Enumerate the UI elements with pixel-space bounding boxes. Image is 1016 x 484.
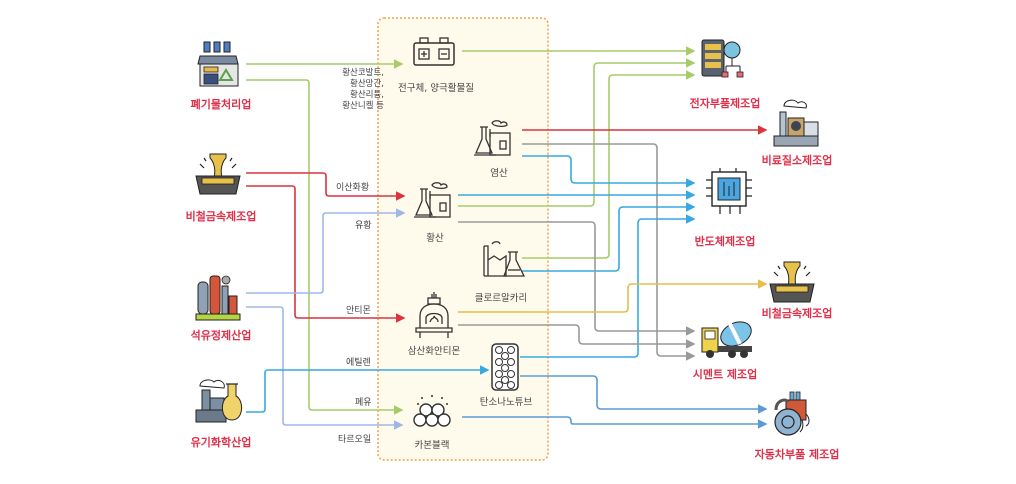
carbon-nanotube-icon bbox=[491, 343, 519, 391]
material-label-waste-oil: 폐유 bbox=[355, 398, 372, 408]
product-antimony-trioxide: 삼산화안티몬 bbox=[407, 346, 461, 357]
electronics-server-gear-icon bbox=[701, 39, 744, 78]
product-sulfuric-acid: 황산 bbox=[426, 233, 444, 244]
battery-icon bbox=[413, 37, 455, 66]
chemical-factory-flask-icon bbox=[474, 120, 511, 156]
flow-hcl-to-semiconductor bbox=[522, 155, 696, 188]
flow-organic-to-cnt bbox=[246, 365, 490, 413]
destination-fertilizer: 비료질소제조업 bbox=[761, 154, 833, 167]
flow-chloralkali-to-semiconductor bbox=[522, 202, 696, 272]
flow-sulfuric-to-electronics bbox=[458, 58, 696, 207]
source-petroleum-refining: 석유정제산업 bbox=[190, 329, 252, 342]
chemical-factory-flask-icon bbox=[414, 182, 451, 218]
product-carbon-black: 카본블랙 bbox=[414, 440, 450, 451]
material-label-sulfur-dioxide: 이산화황 bbox=[336, 183, 370, 193]
product-chloralkali: 클로르알카리 bbox=[474, 293, 528, 304]
material-label-antimony: 안티몬 bbox=[346, 306, 371, 316]
carbon-black-particles-icon bbox=[413, 395, 451, 427]
source-organic-chemical: 유기화학산업 bbox=[190, 436, 252, 449]
flow-nonferrous-to-antimony bbox=[246, 185, 406, 323]
flow-cnt-to-semiconductor bbox=[520, 214, 696, 358]
microchip-icon bbox=[706, 168, 752, 214]
product-precursor-cathode: 전구체, 양극활물질 bbox=[398, 83, 474, 94]
destination-semiconductor: 반도체제조업 bbox=[694, 235, 756, 248]
flow-antimony-to-nonferrous bbox=[458, 279, 768, 313]
flow-hcl-to-cement bbox=[522, 143, 696, 361]
destination-auto-parts: 자동차부품 제조업 bbox=[754, 448, 840, 461]
oil-refinery-icon bbox=[195, 275, 241, 321]
molten-metal-crucible-icon bbox=[769, 261, 815, 303]
chemical-plant-flask-icon bbox=[195, 379, 242, 423]
flow-petroleum-to-carbon-black bbox=[246, 306, 404, 430]
furnace-icon bbox=[415, 292, 453, 338]
destination-cement: 시멘트 제조업 bbox=[692, 368, 758, 381]
flow-carbon-black-to-auto-parts bbox=[462, 416, 768, 429]
product-carbon-nanotube: 탄소나노튜브 bbox=[479, 397, 533, 408]
product-hydrochloric-acid: 염산 bbox=[490, 168, 508, 179]
material-label: 황산망간, bbox=[350, 79, 384, 89]
destination-nonferrous-metal: 비철금속제조업 bbox=[761, 307, 833, 320]
flow-cnt-to-auto-parts bbox=[520, 375, 768, 414]
flow-sulfuric-to-cement bbox=[458, 221, 696, 336]
flow-nonferrous-to-sulfuric bbox=[246, 172, 406, 201]
material-label-sulfur: 유황 bbox=[355, 221, 372, 231]
factory-erlenmeyer-icon bbox=[483, 241, 526, 277]
material-label-ethylene: 에틸렌 bbox=[346, 358, 371, 368]
molten-metal-crucible-icon bbox=[195, 153, 241, 195]
flow-chloralkali-to-electronics bbox=[522, 70, 696, 259]
source-nonferrous-metal: 비철금속제조업 bbox=[185, 210, 257, 223]
waste-materials-label: 황산코발트, 황산망간, 황산리튬, 황산니켈 등 bbox=[300, 68, 384, 112]
material-label: 황산니켈 등 bbox=[342, 101, 384, 111]
flow-petroleum-to-sulfuric bbox=[246, 208, 406, 294]
cement-mixer-truck-icon bbox=[701, 321, 752, 358]
material-label-tar-oil: 타르오일 bbox=[338, 435, 372, 445]
waste-recycling-factory-icon bbox=[197, 41, 239, 87]
flow-antimony-to-cement bbox=[458, 324, 696, 349]
car-part-gear-icon bbox=[774, 391, 810, 436]
destination-electronics: 전자부품제조업 bbox=[689, 97, 761, 110]
fertilizer-factory-icon bbox=[773, 99, 819, 147]
material-label: 황산리튬, bbox=[350, 90, 384, 100]
source-waste-processing: 폐기물처리업 bbox=[190, 98, 252, 111]
flow-waste-to-carbon-black bbox=[246, 79, 404, 415]
material-label: 황산코발트, bbox=[342, 68, 384, 78]
